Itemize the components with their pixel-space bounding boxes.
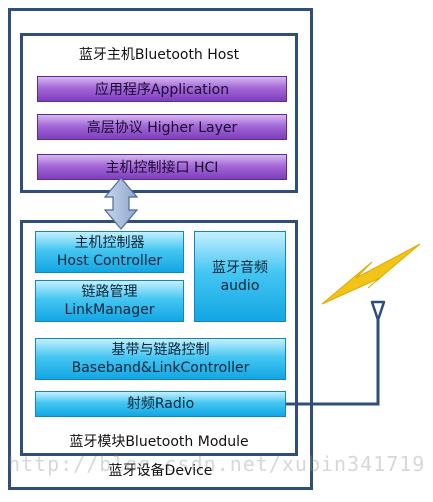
hci-double-arrow-icon (103, 177, 139, 230)
link-manager-en: LinkManager (64, 302, 155, 318)
baseband-en: Baseband&LinkController (71, 360, 250, 376)
audio-en: audio (220, 277, 260, 294)
link-manager-cn: 链路管理 (81, 284, 138, 300)
audio-cn: 蓝牙音频 (212, 259, 268, 276)
hci-layer: 主机控制接口 HCI (37, 154, 287, 180)
radio-block: 射频Radio (35, 391, 286, 417)
link-manager-block: 链路管理 LinkManager (35, 280, 184, 322)
bluetooth-module-frame (20, 220, 298, 456)
antenna-icon (370, 300, 386, 322)
baseband-block: 基带与链路控制 Baseband&LinkController (35, 338, 286, 380)
bluetooth-host-frame (20, 33, 298, 193)
baseband-cn: 基带与链路控制 (111, 342, 210, 358)
host-controller-cn: 主机控制器 (74, 235, 145, 251)
device-title: 蓝牙设备Device (108, 463, 213, 479)
host-title: 蓝牙主机Bluetooth Host (78, 47, 240, 63)
host-controller-en: Host Controller (56, 253, 163, 269)
higher-layer: 高层协议 Higher Layer (37, 114, 287, 140)
module-title: 蓝牙模块Bluetooth Module (69, 434, 249, 450)
audio-block: 蓝牙音频 audio (194, 231, 286, 322)
host-controller-block: 主机控制器 Host Controller (35, 231, 184, 273)
lightning-icon (321, 243, 421, 305)
watermark-text: http://blog.csdn.net/xubin341719 (8, 452, 426, 476)
radio-label: 射频Radio (126, 396, 195, 412)
radio-antenna-line (286, 320, 380, 406)
bluetooth-device-frame (8, 8, 313, 490)
application-layer: 应用程序Application (37, 76, 287, 102)
